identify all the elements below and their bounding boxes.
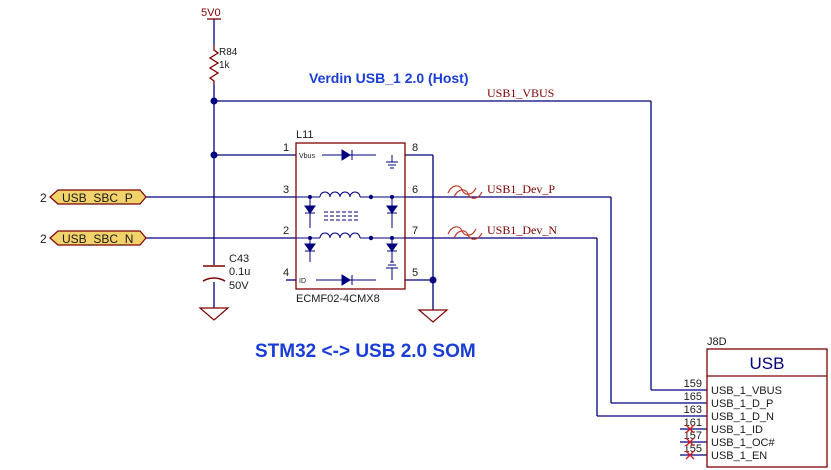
connector-pin-name: USB_1_EN [711,450,767,462]
port-sheet-number: 2 [40,232,47,246]
filter-part: ECMF02-4CMX8 [296,293,380,305]
pin-number: 7 [412,225,418,237]
no-connect-icon [685,437,695,447]
connector-pin-number: 165 [684,391,702,403]
diagram-title: STM32 <-> USB 2.0 SOM [255,341,476,362]
power-symbol-5v0: 5V0 [201,7,221,20]
connector-pin-name: USB_1_OC# [711,437,775,449]
id-pin-label: ID [299,278,306,285]
vbus-pin-label: Vbus [299,153,315,160]
pin-number: 8 [412,142,418,154]
connector-pin-name: USB_1_D_N [711,411,774,423]
connector-j8d: J8D USB 159 USB_1_VBUS 165 USB_1_D_P 163… [684,336,828,468]
capacitor-ref: C43 [229,253,249,265]
filter-l11: L11 ECMF02-4CMX8 1 3 2 4 8 6 7 5 Vbus ID [283,129,418,305]
port-sheet-number: 2 [40,191,47,205]
ground-symbol [417,309,449,323]
pin-number: 1 [283,142,289,154]
connector-pin-number: 155 [684,443,702,455]
no-connect-markers [685,424,695,460]
resistor-r84: R84 1k [208,45,238,84]
no-connect-icon [685,450,695,460]
pin-number: 3 [283,184,289,196]
connector-ref: J8D [707,336,727,348]
junction-dot [210,97,218,105]
junction-dot [210,151,218,159]
diff-pair-marker-p [447,185,483,199]
pin-number: 4 [283,267,289,279]
junction-dot [429,276,437,284]
resistor-value: 1k [219,60,231,71]
connector-pin-number: 157 [684,430,702,442]
pin-number: 5 [412,267,418,279]
capacitor-c43: C43 0.1u 50V [202,253,250,292]
connector-pin-name: USB_1_VBUS [711,385,782,397]
port-usb-sbc-n[interactable]: 2 USB_SBC_N [40,230,147,246]
connector-pin-number: 163 [684,404,702,416]
filter-ref: L11 [296,129,314,141]
connector-pin-number: 159 [684,378,702,390]
net-label-dev-p: USB1_Dev_P [487,182,555,196]
pin-number: 6 [412,184,418,196]
connector-pin-name: USB_1_ID [711,424,763,436]
junctions [210,97,437,284]
pin-number: 2 [283,225,289,237]
port-name: USB_SBC_N [62,232,133,246]
net-label-dev-n: USB1_Dev_N [487,223,557,237]
port-usb-sbc-p[interactable]: 2 USB_SBC_P [40,189,147,205]
diff-pair-marker-n [447,226,483,240]
connector-pin-name: USB_1_D_P [711,398,773,410]
capacitor-value: 0.1u [229,266,250,278]
resistor-ref: R84 [219,47,238,58]
host-label: Verdin USB_1 2.0 (Host) [309,70,469,86]
port-name: USB_SBC_P [62,191,133,205]
net-label-vbus: USB1_VBUS [487,86,554,100]
connector-pin-number: 161 [684,417,702,429]
wires [146,19,707,456]
connector-name: USB [750,354,785,373]
power-label: 5V0 [201,7,221,19]
capacitor-voltage: 50V [229,280,249,292]
ground-symbol [198,307,230,321]
no-connect-icon [685,424,695,434]
